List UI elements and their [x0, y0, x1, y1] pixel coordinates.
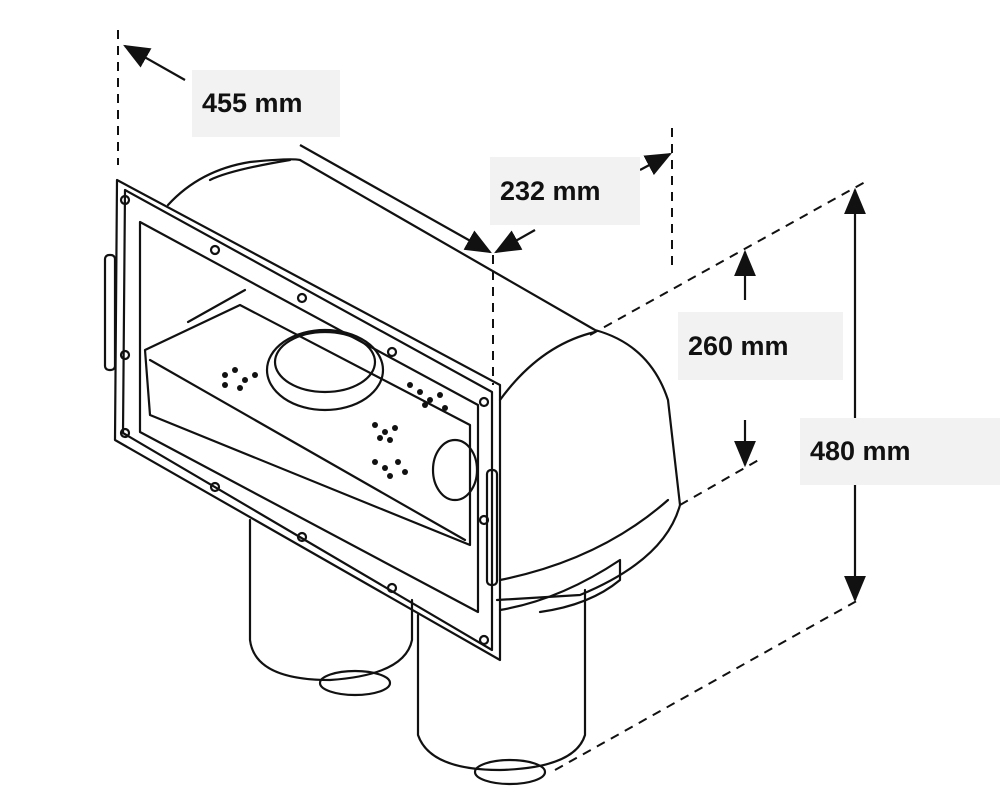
basket-tray — [143, 288, 479, 547]
dimension-label-mouth-height: 260 mm — [678, 312, 843, 380]
skimmer-body — [166, 158, 682, 602]
dimension-label-width: 455 mm — [192, 70, 340, 137]
canister-left — [248, 518, 414, 697]
flange-screws — [119, 194, 490, 646]
dimension-label-total-height: 480 mm — [800, 418, 1000, 485]
canister-right — [416, 558, 622, 786]
dimension-lines — [117, 30, 866, 771]
dimension-label-depth: 232 mm — [490, 157, 640, 225]
